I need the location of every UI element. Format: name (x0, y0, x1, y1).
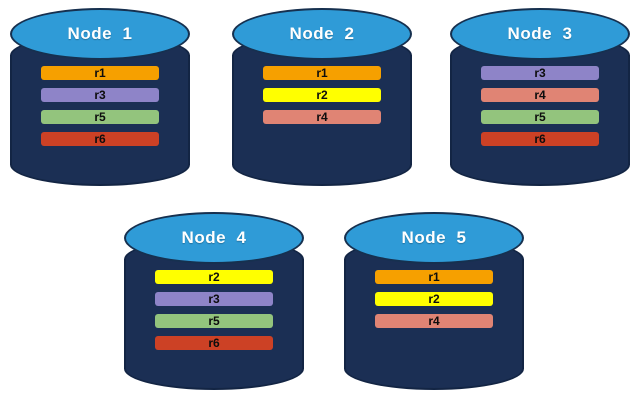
replica-bar[interactable]: r3 (41, 88, 159, 102)
replica-label: r4 (428, 314, 440, 328)
replica-bar[interactable]: r6 (155, 336, 273, 350)
node-label: Node 2 (289, 24, 355, 43)
replica-list: r2 r3 r5 r6 (124, 270, 304, 350)
replica-label: r2 (428, 292, 440, 306)
replica-bar[interactable]: r1 (263, 66, 381, 80)
replica-bar[interactable]: r4 (481, 88, 599, 102)
replica-bar[interactable]: r5 (481, 110, 599, 124)
replica-bar[interactable]: r2 (375, 292, 493, 306)
replica-bar[interactable]: r1 (41, 66, 159, 80)
cylinder-top-ellipse: Node 1 (10, 8, 190, 60)
replica-label: r2 (316, 88, 328, 102)
replica-list: r3 r4 r5 r6 (450, 66, 630, 146)
node-5[interactable]: Node 5 r1 r2 r4 (344, 212, 524, 390)
replica-label: r4 (316, 110, 328, 124)
node-4[interactable]: Node 4 r2 r3 r5 r6 (124, 212, 304, 390)
replica-label: r1 (316, 66, 328, 80)
replica-label: r6 (208, 336, 220, 350)
replica-bar[interactable]: r4 (263, 110, 381, 124)
cylinder-top-ellipse: Node 4 (124, 212, 304, 264)
replica-label: r5 (208, 314, 220, 328)
replica-bar[interactable]: r6 (481, 132, 599, 146)
replica-list: r1 r2 r4 (232, 66, 412, 124)
replica-label: r4 (534, 88, 546, 102)
node-2[interactable]: Node 2 r1 r2 r4 (232, 8, 412, 186)
replica-label: r5 (534, 110, 546, 124)
cylinder-top-ellipse: Node 5 (344, 212, 524, 264)
replica-bar[interactable]: r3 (155, 292, 273, 306)
replica-label: r3 (94, 88, 106, 102)
replica-label: r2 (208, 270, 220, 284)
replica-bar[interactable]: r3 (481, 66, 599, 80)
node-label: Node 1 (67, 24, 133, 43)
replica-bar[interactable]: r2 (155, 270, 273, 284)
node-label: Node 4 (181, 228, 247, 247)
replica-label: r6 (534, 132, 546, 146)
replica-bar[interactable]: r5 (41, 110, 159, 124)
replica-label: r6 (94, 132, 106, 146)
replica-bar[interactable]: r4 (375, 314, 493, 328)
cylinder-top-ellipse: Node 2 (232, 8, 412, 60)
replica-label: r1 (428, 270, 440, 284)
replica-list: r1 r3 r5 r6 (10, 66, 190, 146)
node-label: Node 3 (507, 24, 573, 43)
node-3[interactable]: Node 3 r3 r4 r5 r6 (450, 8, 630, 186)
replica-bar[interactable]: r6 (41, 132, 159, 146)
replica-bar[interactable]: r1 (375, 270, 493, 284)
replica-bar[interactable]: r2 (263, 88, 381, 102)
replica-label: r1 (94, 66, 106, 80)
node-label: Node 5 (401, 228, 467, 247)
cylinder-top-ellipse: Node 3 (450, 8, 630, 60)
replica-bar[interactable]: r5 (155, 314, 273, 328)
node-1[interactable]: Node 1 r1 r3 r5 r6 (10, 8, 190, 186)
replica-label: r3 (208, 292, 220, 306)
replica-list: r1 r2 r4 (344, 270, 524, 328)
replica-label: r3 (534, 66, 546, 80)
replica-label: r5 (94, 110, 106, 124)
